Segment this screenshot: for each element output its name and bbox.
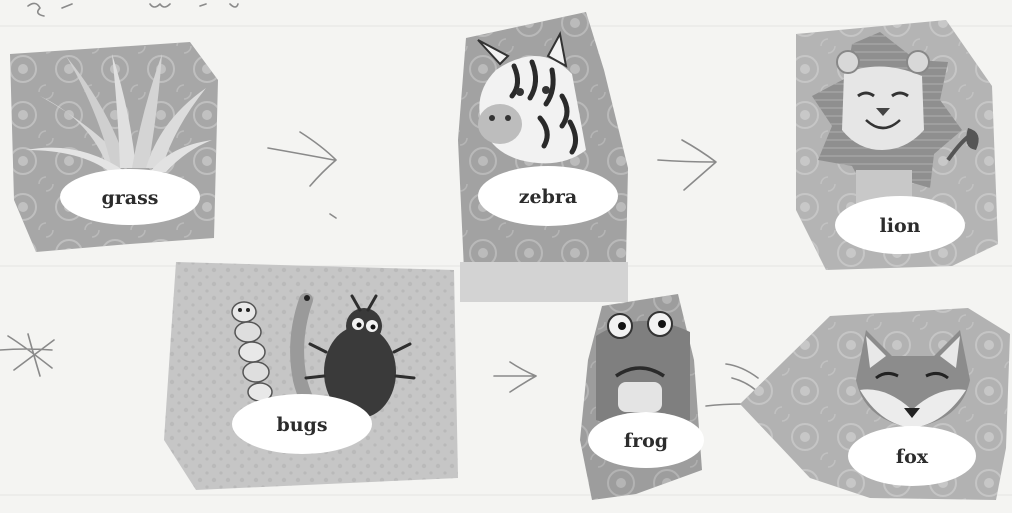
zebra-label: zebra — [519, 186, 577, 208]
lion-card: lion — [796, 20, 998, 270]
arrow-bugs-to-frog — [494, 362, 536, 392]
bugs-card: bugs — [164, 262, 458, 490]
zebra-card: zebra — [458, 12, 628, 302]
frog-card: frog — [580, 294, 704, 500]
arrow-zebra-to-lion — [658, 140, 716, 190]
lion-label: lion — [880, 215, 921, 237]
frog-icon — [596, 312, 690, 428]
grass-card: grass — [10, 42, 218, 252]
star-scribble — [0, 334, 54, 376]
grass-label: grass — [102, 187, 159, 209]
pencil-tick — [330, 214, 336, 218]
zebra-paper-strip — [460, 262, 628, 302]
arrow-grass-to-zebra — [268, 132, 336, 186]
frog-label: frog — [624, 430, 668, 452]
fox-card: fox — [740, 308, 1010, 500]
bugs-label: bugs — [276, 414, 327, 436]
fox-label: fox — [896, 446, 929, 468]
scribble-mark — [28, 3, 238, 16]
